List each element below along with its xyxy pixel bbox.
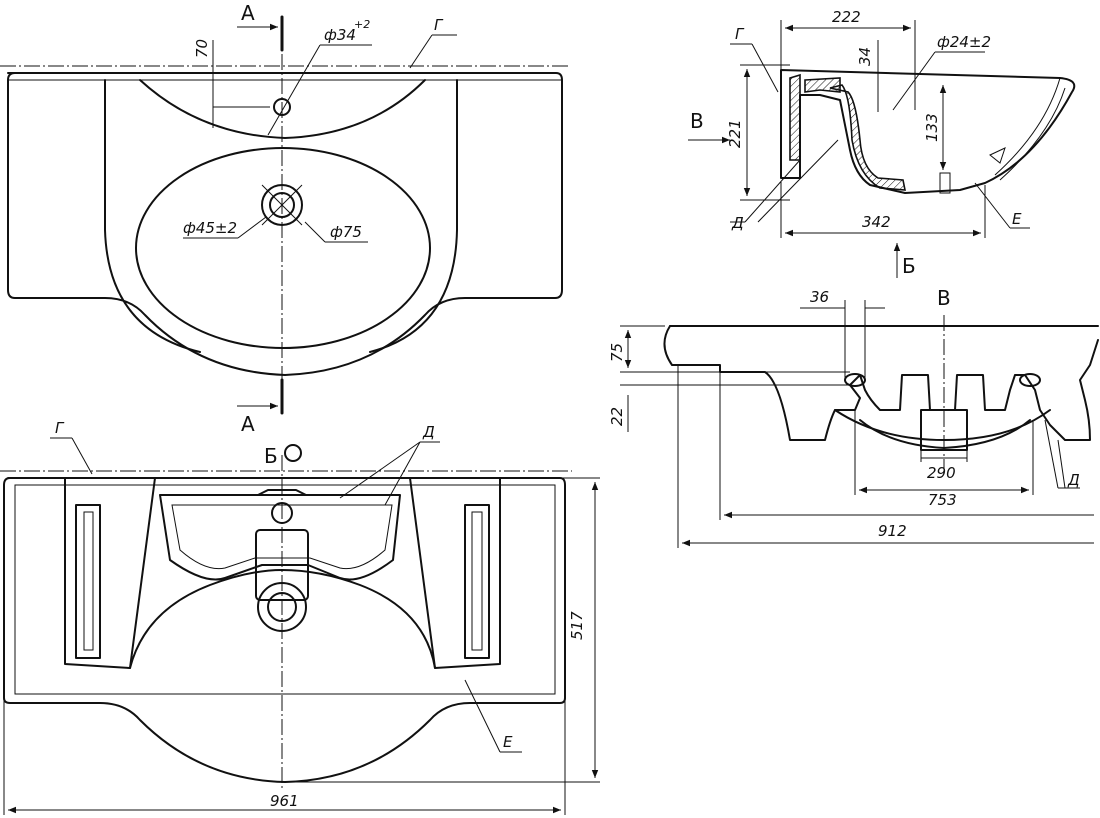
dim-34-tol: +2 [354, 18, 370, 31]
marker-v-label: В [690, 109, 704, 133]
dim-133: 133 [923, 113, 941, 142]
label-d-side: Д [731, 214, 744, 232]
label-e-side: Е [1012, 210, 1022, 228]
dim-517: 517 [568, 611, 586, 640]
dim-221: 221 [726, 119, 744, 148]
view-v-title: В [937, 286, 951, 310]
label-g-bottom: Г [55, 419, 65, 437]
marker-b-label: Б [264, 444, 278, 468]
dim-75b: 75 [608, 343, 626, 362]
dim-290: 290 [927, 464, 956, 482]
dim-753: 753 [928, 491, 957, 509]
side-section: В Г 222 34 ф24±2 221 133 342 Д [688, 8, 1076, 278]
dim-961: 961 [270, 792, 299, 810]
dim-222: 222 [832, 8, 861, 26]
label-e-bottom: Е [503, 733, 513, 751]
dim-22: 22 [608, 407, 626, 426]
dim-34b: 34 [856, 47, 874, 66]
marker-b-view-label: Б [902, 254, 916, 278]
top-view: А А 70 ф34 +2 Г ф45±2 ф75 [0, 1, 570, 436]
label-d-bottom: Д [422, 423, 435, 441]
dim-342: 342 [862, 213, 891, 231]
dim-70: 70 [193, 39, 211, 58]
section-a-bottom-label: А [241, 412, 255, 436]
label-d-right: Д [1067, 471, 1080, 489]
section-a-top-label: А [241, 1, 255, 25]
label-g-top: Г [434, 16, 444, 34]
dim-36: 36 [810, 288, 829, 306]
label-g-side: Г [735, 25, 745, 43]
bottom-view: Б Г Д Е 517 961 [0, 419, 600, 815]
dim-45: ф45±2 [183, 219, 237, 237]
dim-24: ф24±2 [937, 33, 991, 51]
dim-912: 912 [878, 522, 907, 540]
view-v: В 36 75 22 290 753 [608, 286, 1099, 548]
dim-34: ф34 [324, 26, 356, 44]
dim-75: ф75 [330, 223, 362, 241]
